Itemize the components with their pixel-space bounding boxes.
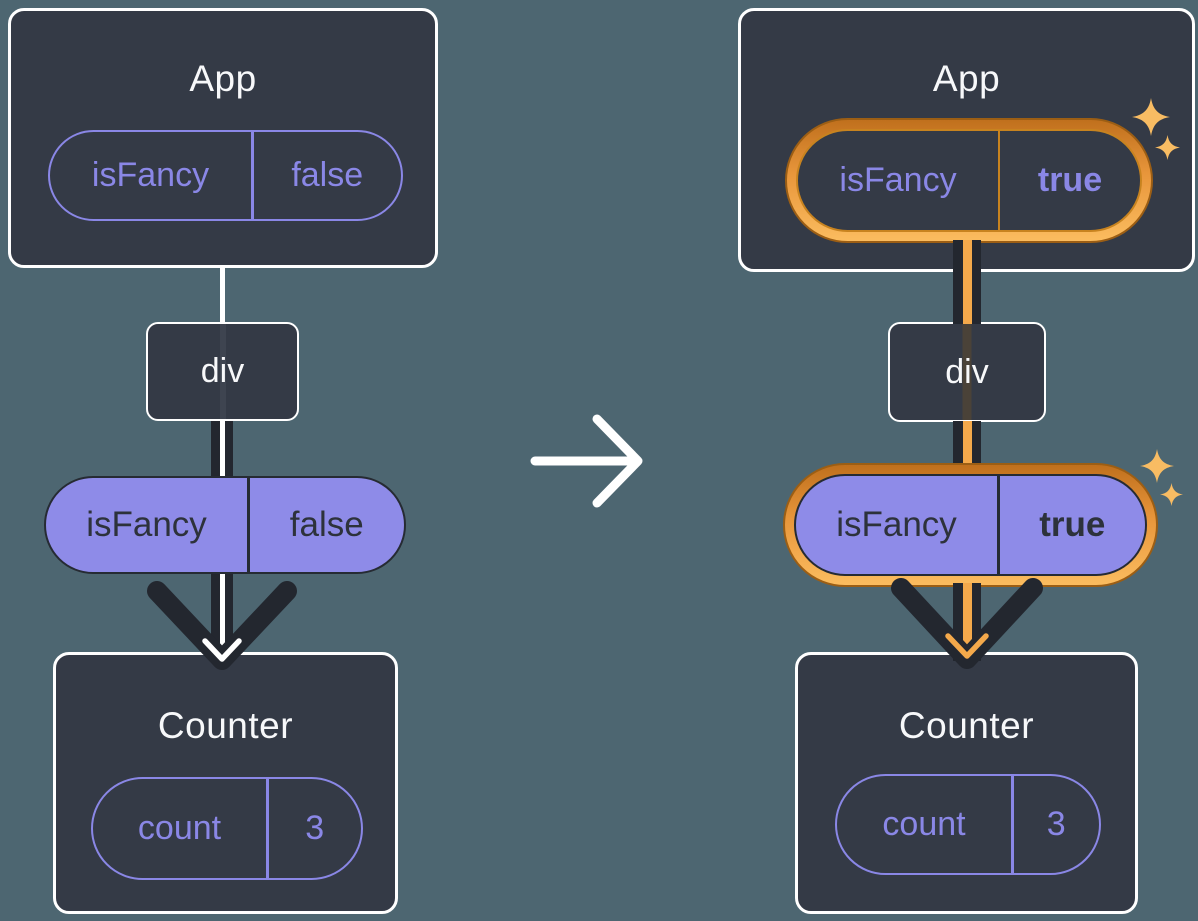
div-card-before: div bbox=[146, 322, 299, 421]
div-label: div bbox=[200, 352, 245, 390]
counter-title: Counter bbox=[898, 705, 1035, 746]
app-card-before: App isFancy false bbox=[8, 8, 438, 268]
pill-divider bbox=[266, 779, 269, 878]
passed-prop-pill-after: isFancy true bbox=[794, 474, 1147, 576]
pill-divider bbox=[998, 131, 1000, 230]
app-title: App bbox=[189, 58, 257, 99]
app-prop-pill: isFancy false bbox=[48, 130, 403, 221]
sparkle-icon bbox=[1140, 449, 1174, 483]
connector-div-prop bbox=[211, 421, 233, 478]
right-arrow-icon bbox=[530, 414, 643, 508]
div-label: div bbox=[945, 352, 989, 391]
passed-prop-pill-before: isFancy false bbox=[44, 476, 406, 574]
sparkle-icon bbox=[1160, 483, 1183, 506]
app-card-after: App isFancy true bbox=[738, 8, 1195, 272]
state-value: 3 bbox=[305, 809, 325, 847]
prop-value: false bbox=[289, 505, 364, 544]
connector-app-div bbox=[953, 240, 981, 324]
state-value: 3 bbox=[1046, 805, 1066, 843]
connector-prop-counter bbox=[211, 574, 233, 661]
prop-value: true bbox=[1039, 505, 1106, 544]
highlight-ring: isFancy true bbox=[785, 118, 1153, 243]
counter-card-after: Counter count 3 bbox=[795, 652, 1138, 914]
state-name: count bbox=[882, 805, 966, 843]
prop-name: isFancy bbox=[91, 156, 210, 194]
pass-through-stripe bbox=[962, 324, 972, 420]
counter-title: Counter bbox=[157, 705, 294, 746]
state-name: count bbox=[137, 809, 222, 847]
prop-name: isFancy bbox=[839, 161, 957, 199]
prop-name: isFancy bbox=[836, 505, 957, 544]
pill-divider bbox=[251, 132, 254, 219]
app-title: App bbox=[932, 58, 1001, 99]
counter-state-pill: count 3 bbox=[91, 777, 363, 880]
prop-value: true bbox=[1037, 161, 1103, 199]
prop-value: false bbox=[291, 156, 364, 194]
pill-divider bbox=[1011, 776, 1014, 873]
down-arrow-icon bbox=[147, 581, 297, 670]
sparkle-icon bbox=[1132, 98, 1170, 136]
prop-name: isFancy bbox=[86, 505, 207, 544]
connector-div-prop bbox=[953, 421, 981, 470]
pill-divider bbox=[247, 478, 250, 572]
pill-divider bbox=[997, 476, 1000, 574]
div-card-after: div bbox=[888, 322, 1046, 422]
connector-app-div bbox=[220, 266, 225, 324]
sparkle-icon bbox=[1155, 135, 1180, 160]
highlight-ring: isFancy true bbox=[783, 463, 1158, 587]
app-prop-pill: isFancy true bbox=[796, 129, 1142, 232]
counter-state-pill: count 3 bbox=[835, 774, 1101, 875]
down-arrow-icon bbox=[891, 578, 1043, 669]
counter-card-before: Counter count 3 bbox=[53, 652, 398, 914]
pass-through-stripe bbox=[219, 324, 226, 419]
